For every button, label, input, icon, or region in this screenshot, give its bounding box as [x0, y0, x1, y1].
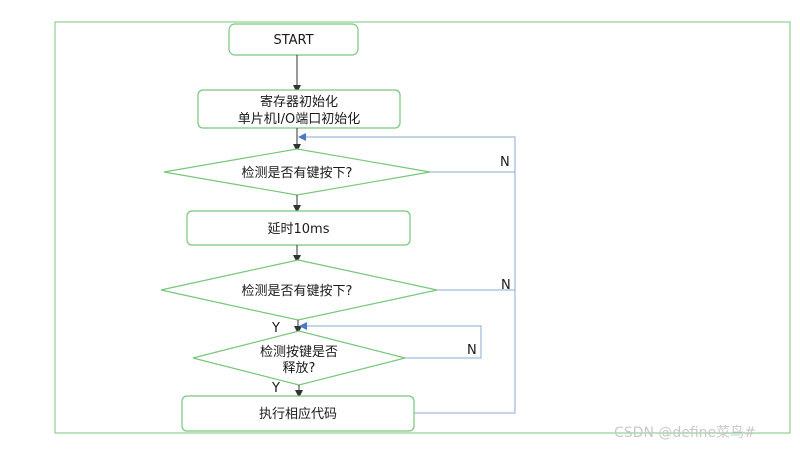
watermark-text: CSDN @define菜鸟# — [614, 425, 756, 441]
yes-label-2: Y — [271, 381, 280, 396]
init-label-line2: 单片机I/O端口初始化 — [238, 112, 360, 127]
init-label-line1: 寄存器初始化 — [260, 94, 338, 110]
loop-check1-no — [298, 133, 516, 173]
loop-release-no — [299, 322, 482, 359]
yes-label-1: Y — [271, 321, 280, 336]
release-label-line2: 释放? — [283, 361, 316, 376]
no-label-2: N — [501, 278, 511, 293]
check2-label: 检测是否有键按下? — [242, 284, 353, 299]
no-label-1: N — [500, 155, 510, 170]
no-label-3: N — [467, 343, 477, 358]
release-label-line1: 检测按键是否 — [260, 345, 338, 360]
execute-label: 执行相应代码 — [259, 406, 337, 422]
init-node — [197, 89, 401, 129]
start-label: START — [273, 33, 313, 48]
check1-label: 检测是否有键按下? — [242, 166, 353, 181]
delay-node — [186, 210, 411, 246]
delay-label: 延时10ms — [268, 222, 330, 237]
diagram-frame — [54, 21, 791, 434]
start-node — [228, 23, 359, 56]
loop-execute-back — [414, 172, 516, 414]
